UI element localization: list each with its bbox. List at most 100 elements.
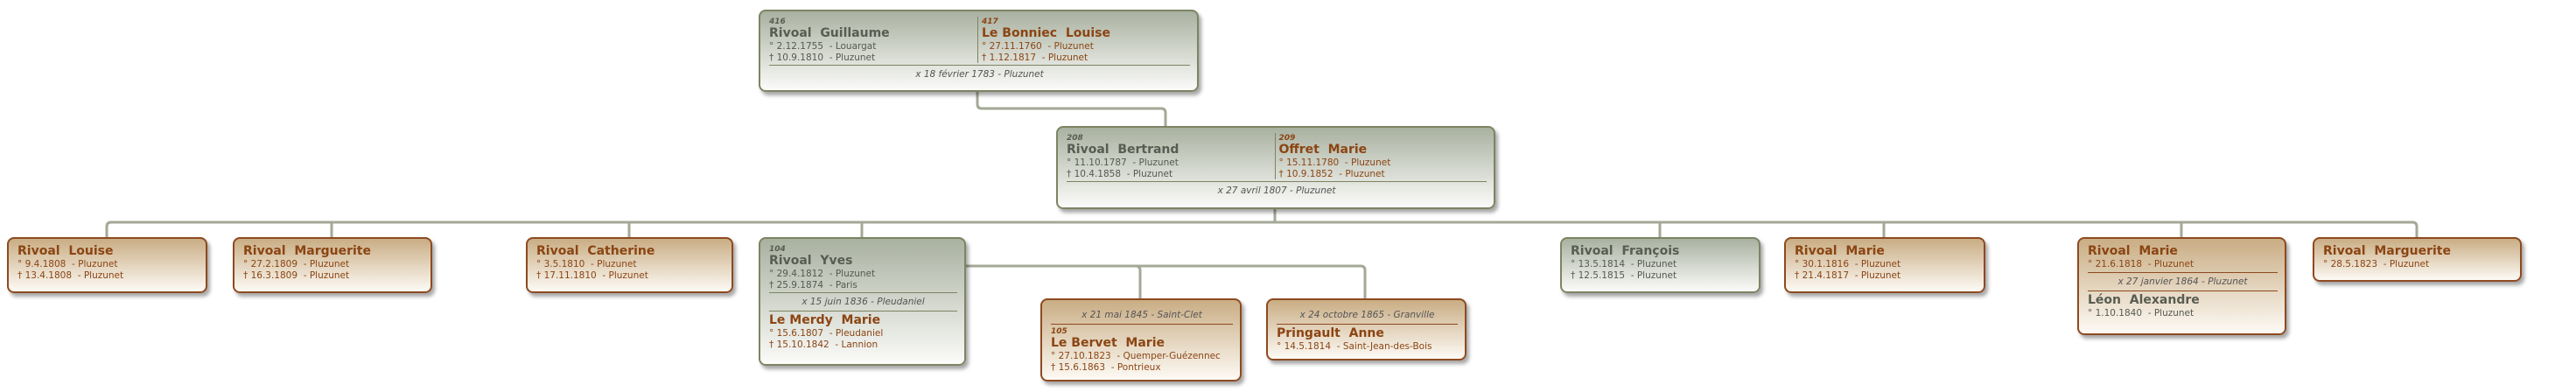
birth-date-place: 11.10.1787 - Pluzunet	[1074, 158, 1179, 168]
death-symbol: †	[769, 339, 774, 350]
death-date-place: 25.9.1874 - Paris	[776, 279, 858, 290]
person-card[interactable]: Rivoal Marie° 21.6.1818 - Pluzunet x 27 j…	[2077, 237, 2286, 335]
death-event: † 17.11.1810 - Pluzunet	[536, 270, 724, 282]
birth-symbol: °	[1571, 259, 1576, 270]
birth-event: ° 27.11.1760 - Pluzunet	[982, 41, 1190, 52]
sosa-number: 104	[769, 245, 786, 254]
person-card[interactable]: Rivoal Marie° 30.1.1816 - Pluzunet† 21.4…	[1784, 237, 1985, 293]
person-name[interactable]: Rivoal Yves	[769, 254, 853, 268]
birth-date-place: 9.4.1808 - Pluzunet	[24, 259, 118, 270]
person-card[interactable]: Rivoal Marguerite° 27.2.1809 - Pluzunet†…	[233, 237, 432, 293]
vertical-divider	[977, 17, 978, 63]
birth-symbol: °	[769, 41, 774, 52]
birth-event: ° 13.5.1814 - Pluzunet	[1571, 259, 1752, 270]
birth-date-place: 29.4.1812 - Pluzunet	[776, 269, 876, 279]
person-card[interactable]: Rivoal François° 13.5.1814 - Pluzunet† 1…	[1560, 237, 1760, 293]
birth-event: ° 15.6.1807 - Pleudaniel	[769, 328, 957, 340]
death-symbol: †	[1067, 168, 1072, 179]
person[interactable]: Rivoal Catherine° 3.5.1810 - Pluzunet† 1…	[536, 244, 724, 281]
person[interactable]: Rivoal Marie° 21.6.1818 - Pluzunet	[2088, 244, 2278, 270]
person-card[interactable]: Rivoal Louise° 9.4.1808 - Pluzunet† 13.4…	[7, 237, 207, 293]
death-symbol: †	[243, 270, 248, 281]
person-name[interactable]: Rivoal Guillaume	[769, 26, 890, 40]
divider	[1067, 181, 1487, 182]
person-name[interactable]: Léon Alexandre	[2088, 292, 2200, 307]
death-symbol: †	[1795, 270, 1800, 281]
death-symbol: †	[1051, 361, 1056, 373]
birth-date-place: 27.10.1823 - Quemper-Guézennec	[1058, 351, 1221, 361]
marriage-info: x 24 octobre 1865 - Granville	[1299, 310, 1435, 320]
marriage-info: x 15 juin 1836 - Pleudaniel	[802, 297, 925, 307]
birth-event: ° 30.1.1816 - Pluzunet	[1795, 259, 1977, 270]
marriage-info: x 27 janvier 1864 - Pluzunet	[2118, 276, 2248, 287]
sosa-number: 209	[1278, 134, 1296, 143]
person-name[interactable]: Rivoal Marie	[1795, 244, 1885, 258]
vertical-divider	[1274, 133, 1276, 179]
birth-event: ° 9.4.1808 - Pluzunet	[18, 259, 199, 270]
birth-date-place: 27.11.1760 - Pluzunet	[989, 41, 1094, 52]
death-date-place: 15.6.1863 - Pontrieux	[1058, 361, 1161, 373]
person-name[interactable]: Rivoal Bertrand	[1067, 143, 1180, 157]
person-name[interactable]: Rivoal Marguerite	[243, 244, 371, 258]
person-name[interactable]: Le Bonniec Louise	[982, 26, 1110, 40]
marriage-info: x 18 février 1783 - Pluzunet	[915, 69, 1044, 80]
death-event: † 1.12.1817 - Pluzunet	[982, 52, 1190, 64]
death-symbol: †	[1571, 270, 1576, 281]
birth-date-place: 21.6.1818 - Pluzunet	[2095, 259, 2194, 270]
person[interactable]: Pringault Anne° 14.5.1814 - Saint-Jean-d…	[1277, 326, 1458, 353]
death-date-place: 13.4.1808 - Pluzunet	[24, 270, 124, 281]
death-event: † 10.9.1810 - Pluzunet	[769, 52, 977, 64]
person-name[interactable]: Offret Marie	[1278, 143, 1368, 157]
birth-event: ° 28.5.1823 - Pluzunet	[2323, 259, 2513, 270]
person-name[interactable]: Pringault Anne	[1277, 326, 1384, 340]
birth-symbol: °	[769, 269, 774, 279]
person[interactable]: Rivoal François° 13.5.1814 - Pluzunet† 1…	[1571, 244, 1752, 281]
person-name[interactable]: Rivoal Louise	[18, 244, 114, 258]
birth-event: ° 27.2.1809 - Pluzunet	[243, 259, 424, 270]
person[interactable]: Le Merdy Marie° 15.6.1807 - Pleudaniel† …	[769, 313, 957, 350]
person-name[interactable]: Rivoal Marie	[2088, 244, 2178, 258]
person[interactable]: Rivoal Louise° 9.4.1808 - Pluzunet† 13.4…	[18, 244, 199, 281]
sosa-number: 208	[1067, 134, 1083, 143]
person-name[interactable]: Le Bervet Marie	[1051, 336, 1165, 350]
person-name[interactable]: Le Merdy Marie	[769, 313, 881, 327]
birth-date-place: 3.5.1810 - Pluzunet	[543, 259, 637, 270]
person-name[interactable]: Rivoal François	[1571, 244, 1680, 258]
person-name[interactable]: Rivoal Marguerite	[2323, 244, 2451, 258]
person[interactable]: Rivoal Marie° 30.1.1816 - Pluzunet† 21.4…	[1795, 244, 1977, 281]
death-symbol: †	[982, 52, 987, 63]
birth-symbol: °	[982, 41, 987, 52]
death-event: † 25.9.1874 - Paris	[769, 280, 957, 291]
death-event: † 15.6.1863 - Pontrieux	[1051, 362, 1233, 374]
birth-symbol: °	[2088, 259, 2093, 270]
birth-event: ° 29.4.1812 - Pluzunet	[769, 269, 957, 280]
death-symbol: †	[18, 270, 23, 281]
death-date-place: 17.11.1810 - Pluzunet	[543, 270, 648, 281]
person-name[interactable]: Rivoal Catherine	[536, 244, 655, 258]
person[interactable]: Rivoal Marguerite° 28.5.1823 - Pluzunet	[2323, 244, 2513, 270]
death-symbol: †	[1278, 168, 1284, 179]
birth-date-place: 30.1.1816 - Pluzunet	[1802, 259, 1901, 270]
birth-event: ° 2.12.1755 - Louargat	[769, 41, 977, 52]
person[interactable]: Léon Alexandre° 1.10.1840 - Pluzunet	[2088, 293, 2278, 319]
person[interactable]: Rivoal Marguerite° 27.2.1809 - Pluzunet†…	[243, 244, 424, 281]
death-event: † 16.3.1809 - Pluzunet	[243, 270, 424, 282]
person-card[interactable]: Rivoal Catherine° 3.5.1810 - Pluzunet† 1…	[526, 237, 733, 293]
death-symbol: †	[769, 279, 774, 290]
person-card[interactable]: Rivoal Marguerite° 28.5.1823 - Pluzunet	[2313, 237, 2522, 282]
death-date-place: 21.4.1817 - Pluzunet	[1802, 270, 1901, 281]
sosa-number: 105	[1051, 327, 1068, 336]
